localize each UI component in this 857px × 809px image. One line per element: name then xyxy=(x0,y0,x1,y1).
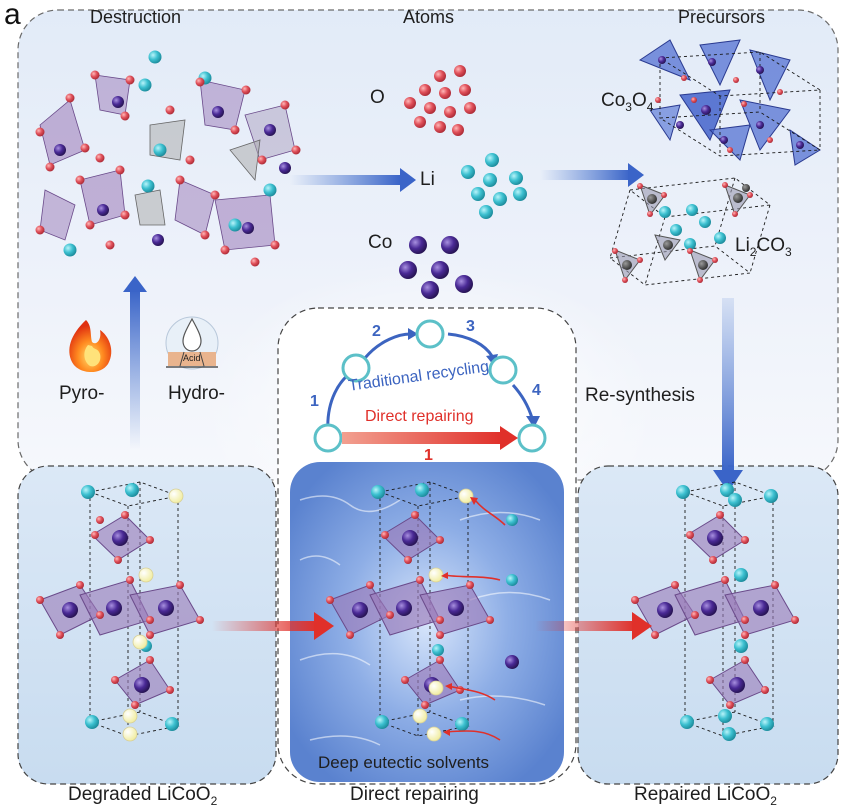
step-3-label: 3 xyxy=(466,318,475,335)
degraded-text: Degraded LiCoO xyxy=(68,784,211,805)
arrow-precursors-to-repaired-head xyxy=(713,470,743,492)
li2co3-sub2: 3 xyxy=(784,244,792,259)
repaired-text: Repaired LiCoO xyxy=(634,784,771,805)
co3o4-sub1: 3 xyxy=(625,99,632,114)
destruction-cluster xyxy=(35,50,301,267)
pyro-label: Pyro- xyxy=(59,383,105,404)
co3o4-mid: O xyxy=(631,90,647,111)
deep-eutectic-solvents-label: Deep eutectic solvents xyxy=(318,753,490,772)
repaired-sub: 2 xyxy=(770,793,777,808)
arrow-degraded-to-destruction-head xyxy=(123,276,147,292)
arrow-repairing-to-repaired-head xyxy=(632,612,652,640)
acid-label: Acid xyxy=(183,353,201,363)
arrow-destruction-to-atoms-head xyxy=(400,168,416,192)
atoms-title: Atoms xyxy=(403,7,455,27)
step-1-label: 1 xyxy=(310,393,319,410)
repairing-structure xyxy=(326,481,519,742)
cobalt-label: Co xyxy=(368,232,393,253)
arrow-degraded-to-repairing-shaft xyxy=(212,621,317,631)
li2co3-rest: CO xyxy=(756,235,785,256)
acid-icon xyxy=(165,316,219,370)
cycle-diagram xyxy=(313,319,547,453)
arrow-repairing-to-repaired-shaft xyxy=(535,621,635,631)
li2co3-base: Li xyxy=(735,235,750,256)
li2co3-sub1: 2 xyxy=(749,244,757,259)
direct-repairing-bottom-label: Direct repairing xyxy=(350,784,479,805)
direct-step-label: 1 xyxy=(424,447,433,464)
arrow-destruction-to-atoms-shaft xyxy=(290,175,400,185)
hydro-label: Hydro- xyxy=(168,383,226,404)
li2co3-label: Li2CO3 xyxy=(735,235,792,259)
direct-repairing-cycle-label: Direct repairing xyxy=(365,408,474,425)
resynthesis-label: Re-synthesis xyxy=(585,385,695,406)
repaired-structure xyxy=(631,481,799,741)
arrow-precursors-to-repaired-shaft xyxy=(722,298,734,473)
oxygen-label: O xyxy=(370,87,385,108)
co3o4-label: Co3O4 xyxy=(601,90,653,114)
water-caustics xyxy=(299,495,551,746)
arrow-degraded-to-repairing-head xyxy=(314,612,334,640)
fire-icon xyxy=(69,320,112,373)
repaired-licoo2-label: Repaired LiCoO2 xyxy=(634,784,777,808)
li2co3-crystal xyxy=(608,177,772,286)
arrow-atoms-to-precursors-shaft xyxy=(540,170,630,180)
degraded-licoo2-label: Degraded LiCoO2 xyxy=(68,784,217,808)
degraded-sub: 2 xyxy=(210,793,218,808)
step-4-label: 4 xyxy=(532,382,541,399)
arrow-degraded-to-destruction-shaft xyxy=(130,290,140,450)
cobalt-atoms xyxy=(399,236,473,299)
lithium-label: Li xyxy=(420,169,435,190)
lithium-atoms xyxy=(461,153,527,219)
oxygen-atoms xyxy=(404,65,476,136)
co3o4-crystal xyxy=(638,39,822,166)
co3o4-base: Co xyxy=(601,90,626,111)
destruction-title: Destruction xyxy=(90,7,182,27)
panel-letter: a xyxy=(4,0,21,31)
co3o4-sub2: 4 xyxy=(646,99,654,114)
arrow-atoms-to-precursors-head xyxy=(628,163,644,187)
step-2-label: 2 xyxy=(372,323,381,340)
degraded-structure xyxy=(36,481,204,742)
precursors-title: Precursors xyxy=(678,7,766,27)
